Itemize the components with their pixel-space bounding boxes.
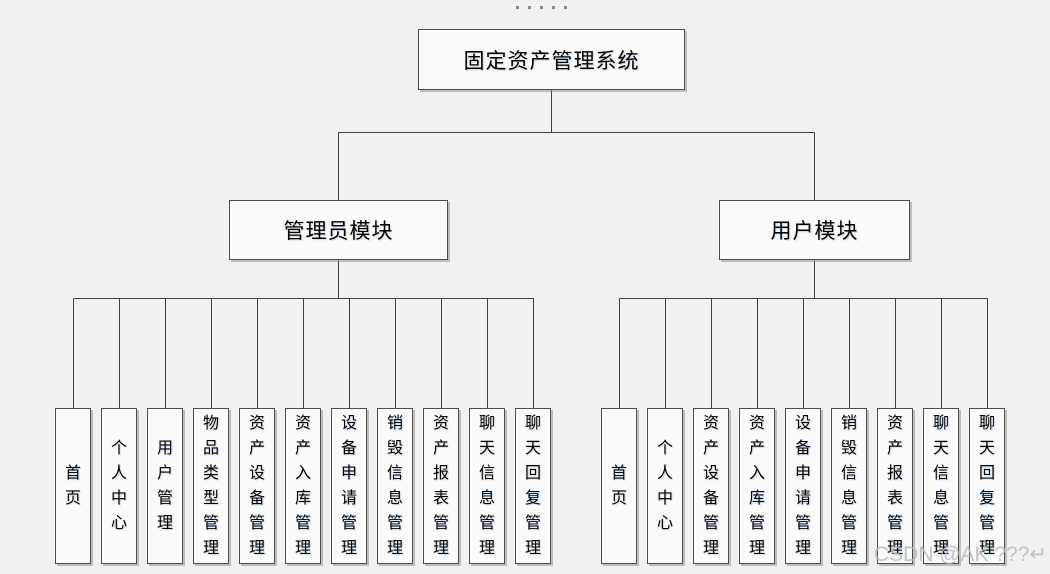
leaf-node-admin-personal-center: 个人中心 bbox=[101, 408, 137, 564]
leaf-node-admin-asset-equipment-mgmt: 资产设备管理 bbox=[239, 408, 275, 564]
leaf-node-label: 个人中心 bbox=[110, 440, 127, 532]
leaf-node-admin-home: 首页 bbox=[55, 408, 91, 564]
leaf-node-label: 销毁信息管理 bbox=[840, 415, 857, 557]
leaf-node-admin-chat-reply-mgmt: 聊天回复管理 bbox=[515, 408, 551, 564]
leaf-node-admin-chat-message-mgmt: 聊天信息管理 bbox=[469, 408, 505, 564]
leaf-node-label: 首页 bbox=[64, 465, 81, 507]
leaf-node-label: 用户管理 bbox=[156, 440, 173, 532]
admin-module-node: 管理员模块 bbox=[229, 200, 448, 260]
leaf-node-label: 物品类型管理 bbox=[202, 415, 219, 557]
admin-branch-connectors bbox=[73, 260, 534, 408]
leaf-node-label: 设备申请管理 bbox=[340, 415, 357, 557]
ellipsis-dots bbox=[516, 6, 567, 9]
leaf-node-label: 首页 bbox=[610, 465, 627, 507]
leaf-node-label: 资产入库管理 bbox=[294, 415, 311, 557]
leaf-node-label: 聊天信息管理 bbox=[932, 415, 949, 557]
user-branch-connectors bbox=[619, 260, 988, 408]
leaf-node-user-chat-reply-mgmt: 聊天回复管理 bbox=[969, 408, 1005, 564]
leaf-node-user-destruction-info-mgmt: 销毁信息管理 bbox=[831, 408, 867, 564]
leaf-node-user-asset-inbound-mgmt: 资产入库管理 bbox=[739, 408, 775, 564]
admin-module-label: 管理员模块 bbox=[283, 220, 394, 243]
leaf-node-user-home: 首页 bbox=[601, 408, 637, 564]
leaf-node-label: 资产报表管理 bbox=[886, 415, 903, 557]
leaf-node-admin-asset-inbound-mgmt: 资产入库管理 bbox=[285, 408, 321, 564]
leaf-node-label: 资产设备管理 bbox=[248, 415, 265, 557]
root-connectors bbox=[338, 90, 815, 200]
leaf-node-user-asset-equipment-mgmt: 资产设备管理 bbox=[693, 408, 729, 564]
dot bbox=[564, 6, 567, 9]
root-node-label: 固定资产管理系统 bbox=[463, 49, 640, 73]
dot bbox=[552, 6, 555, 9]
leaf-node-label: 销毁信息管理 bbox=[386, 415, 403, 557]
leaf-node-label: 资产报表管理 bbox=[432, 415, 449, 557]
leaf-node-user-personal-center: 个人中心 bbox=[647, 408, 683, 564]
leaf-node-label: 聊天回复管理 bbox=[524, 415, 541, 557]
leaf-node-user-chat-message-mgmt: 聊天信息管理 bbox=[923, 408, 959, 564]
leaf-node-admin-item-type-mgmt: 物品类型管理 bbox=[193, 408, 229, 564]
leaf-node-user-equipment-request-mgmt: 设备申请管理 bbox=[785, 408, 821, 564]
dot bbox=[540, 6, 543, 9]
leaf-node-label: 个人中心 bbox=[656, 440, 673, 532]
user-module-node: 用户模块 bbox=[719, 200, 910, 260]
leaf-node-admin-destruction-info-mgmt: 销毁信息管理 bbox=[377, 408, 413, 564]
leaf-node-user-asset-report-mgmt: 资产报表管理 bbox=[877, 408, 913, 564]
leaf-node-label: 资产设备管理 bbox=[702, 415, 719, 557]
leaf-node-label: 设备申请管理 bbox=[794, 415, 811, 557]
leaf-node-admin-user-mgmt: 用户管理 bbox=[147, 408, 183, 564]
dot bbox=[528, 6, 531, 9]
dot bbox=[516, 6, 519, 9]
leaf-node-label: 聊天信息管理 bbox=[478, 415, 495, 557]
root-node: 固定资产管理系统 bbox=[418, 29, 685, 90]
leaf-node-label: 聊天回复管理 bbox=[978, 415, 995, 557]
leaf-node-label: 资产入库管理 bbox=[748, 415, 765, 557]
leaf-node-admin-equipment-request-mgmt: 设备申请管理 bbox=[331, 408, 367, 564]
leaf-node-admin-asset-report-mgmt: 资产报表管理 bbox=[423, 408, 459, 564]
user-module-label: 用户模块 bbox=[770, 220, 859, 243]
